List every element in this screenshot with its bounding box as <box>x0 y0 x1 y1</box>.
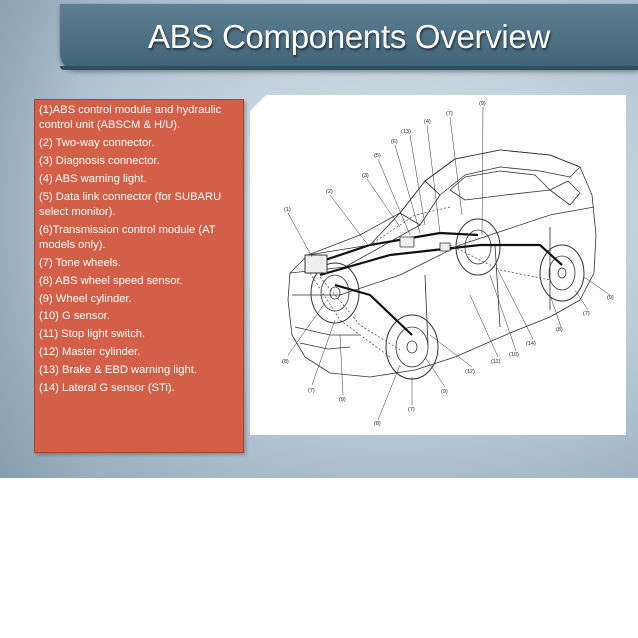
list-item: (6)Transmission control module (AT model… <box>39 223 216 252</box>
callout-9b: (9) <box>339 397 346 403</box>
car-side-window <box>449 170 551 201</box>
list-item: (3) Diagnosis connector. <box>39 155 160 167</box>
callout-3: (3) <box>362 173 369 179</box>
callout-8b: (8) <box>374 421 381 427</box>
callout-13: (13) <box>401 129 411 135</box>
callout-12: (12) <box>465 369 475 375</box>
list-item: (5) Data link connector (for SUBARU sele… <box>39 190 222 218</box>
list-item: (11) Stop light switch. <box>39 328 146 341</box>
callout-7d: (7) <box>583 311 590 317</box>
wiring <box>309 206 551 358</box>
list-item: (4) ABS warning light. <box>39 172 147 185</box>
abs-diagram: (1) (2) (3) (5) (6) (13) (4) (7) (9) (8)… <box>250 95 626 435</box>
callout-4: (4) <box>424 119 431 125</box>
front-right-wheel <box>385 314 439 380</box>
slide-title: ABS Components Overview <box>147 18 551 55</box>
list-item: (1)ABS control module and hydraulic cont… <box>39 104 222 132</box>
callout-8c: (8) <box>556 327 563 333</box>
leader-lines <box>287 106 611 421</box>
callout-7b: (7) <box>308 388 315 394</box>
callout-7: (7) <box>446 111 453 117</box>
callout-8: (8) <box>282 359 289 365</box>
list-item: (13) Brake & EBD warning light. <box>39 363 197 376</box>
rear-right-wheel <box>539 244 585 302</box>
callout-6: (6) <box>391 139 398 145</box>
callout-1: (1) <box>284 207 291 213</box>
list-item: (2) Two-way connector. <box>39 137 155 150</box>
title-bar: ABS Components Overview <box>60 4 638 70</box>
list-item: (14) Lateral G sensor (STi). <box>39 381 175 394</box>
car-line-drawing: (1) (2) (3) (5) (6) (13) (4) (7) (9) (8)… <box>282 101 614 427</box>
callout-7c: (7) <box>408 407 415 413</box>
callout-14: (14) <box>526 341 536 347</box>
callout-5: (5) <box>374 153 381 159</box>
car-windshield <box>399 180 441 226</box>
diagram-callouts: (1) (2) (3) (5) (6) (13) (4) (7) (9) (8)… <box>282 101 614 427</box>
callout-10: (10) <box>509 352 519 358</box>
callout-2: (2) <box>326 189 333 195</box>
abs-module <box>304 254 328 274</box>
list-item: (12) Master cylinder. <box>39 345 141 358</box>
car-roof <box>424 149 581 196</box>
callout-9: (9) <box>479 101 486 107</box>
callout-9c: (9) <box>441 389 448 395</box>
list-item: (10) G sensor. <box>39 310 110 323</box>
list-item: (7) Tone wheels. <box>39 257 121 269</box>
slide: ABS Components Overview (1)ABS control m… <box>0 0 638 478</box>
list-item: (8) ABS wheel speed sensor. <box>39 274 183 287</box>
callout-9d: (9) <box>607 295 614 301</box>
list-item: (9) Wheel cylinder. <box>39 292 132 305</box>
car-body <box>287 149 597 378</box>
components-list: (1)ABS control module and hydraulic cont… <box>35 100 243 396</box>
components-list-box: (1)ABS control module and hydraulic cont… <box>34 99 244 453</box>
callout-11: (11) <box>491 359 501 365</box>
